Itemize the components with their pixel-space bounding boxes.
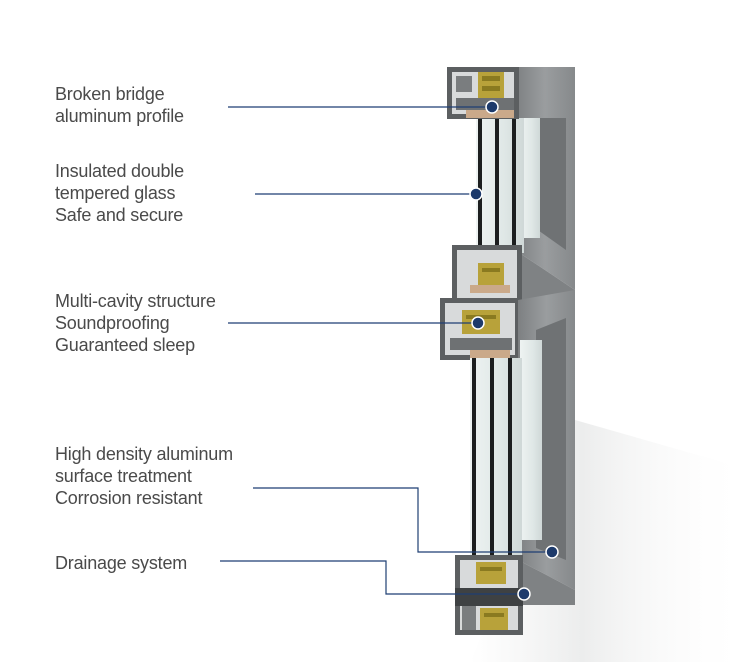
callout-line: Safe and secure [55, 205, 184, 225]
callout-line: Broken bridge [55, 84, 165, 104]
leader-line-aluminum-surface [253, 487, 552, 553]
callout-line: Soundproofing [55, 313, 170, 333]
callout-line: High density aluminum [55, 444, 233, 464]
marker-dot-insulated-glass [469, 187, 483, 201]
callout-line: tempered glass [55, 183, 176, 203]
callout-line: Multi-cavity structure [55, 291, 216, 311]
callout-line: aluminum profile [55, 106, 184, 126]
marker-dot-drainage [517, 587, 531, 601]
callout-line: Insulated double [55, 161, 184, 181]
callout-line: Drainage system [55, 553, 188, 573]
lower-glass [470, 358, 522, 558]
callout-aluminum-surface: High density aluminum surface treatment … [55, 443, 233, 509]
callout-multi-cavity: Multi-cavity structure Soundproofing Gua… [55, 290, 216, 356]
marker-dot-multi-cavity [471, 316, 485, 330]
upper-glass [476, 118, 524, 253]
upper-frame [515, 67, 575, 290]
callout-line: surface treatment [55, 466, 192, 486]
callout-broken-bridge: Broken bridge aluminum profile [55, 83, 184, 127]
marker-dot-broken-bridge [485, 100, 499, 114]
lower-frame [518, 290, 575, 590]
marker-dots [469, 100, 559, 601]
leader-line-drainage [220, 560, 524, 595]
callout-line: Guaranteed sleep [55, 335, 195, 355]
bottom-profile-section [455, 555, 575, 635]
callout-insulated-glass: Insulated double tempered glass Safe and… [55, 160, 184, 226]
callout-drainage: Drainage system [55, 552, 187, 574]
middle-profile-section [440, 245, 575, 360]
marker-dot-aluminum-surface [545, 545, 559, 559]
callout-line: Corrosion resistant [55, 488, 203, 508]
leader-lines [220, 106, 552, 595]
top-profile-section [447, 67, 519, 119]
